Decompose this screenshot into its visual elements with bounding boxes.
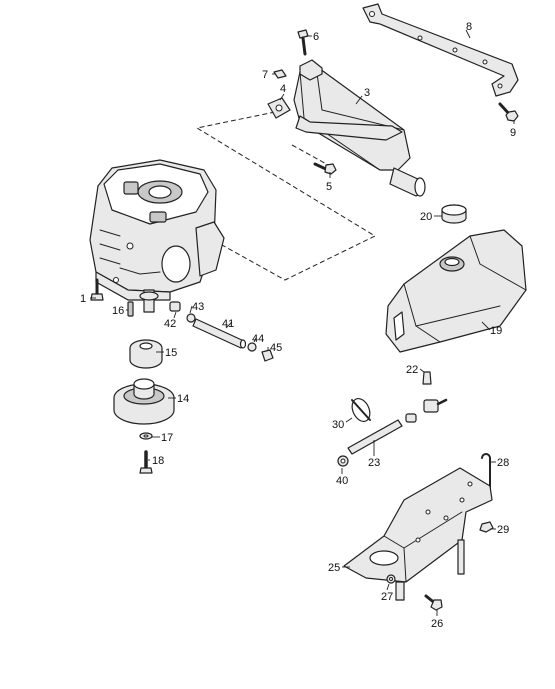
callout-30: 30: [332, 419, 344, 431]
fuel-valve: [405, 398, 448, 423]
fuel-hose-23: [347, 419, 403, 455]
callout-15: 15: [165, 347, 177, 359]
clamp-40: [337, 455, 349, 467]
callout-41: 41: [222, 318, 234, 330]
fuel-hose-41: [192, 318, 247, 349]
callout-23: 23: [368, 457, 380, 469]
muffler-bracket: [362, 3, 519, 97]
callout-43: 43: [192, 301, 204, 313]
engine-mount-plate-25: [343, 467, 493, 601]
callout-7: 7: [262, 69, 268, 81]
callout-29: 29: [497, 524, 509, 536]
callout-27: 27: [381, 591, 393, 603]
callout-20: 20: [420, 211, 432, 223]
pulley-14: [113, 378, 175, 425]
callout-17: 17: [161, 432, 173, 444]
engine: [89, 159, 225, 313]
exhaust-gasket: [267, 97, 291, 119]
callout-22: 22: [406, 364, 418, 376]
bolt-18: [139, 450, 153, 474]
callout-42: 42: [164, 318, 176, 330]
callout-labels: 1 3 4 5 6 7 8 9 14 15 16 17 18 19 20 22 …: [80, 21, 516, 630]
callout-1: 1: [80, 293, 86, 305]
nut-29: [479, 521, 494, 533]
bolt-5: [313, 162, 337, 175]
washer-17: [139, 432, 153, 440]
leader-lines: [90, 29, 515, 616]
muffler: [293, 59, 426, 197]
nut-7: [273, 69, 287, 79]
callout-40: 40: [336, 475, 348, 487]
callout-4: 4: [280, 83, 286, 95]
callout-26: 26: [431, 618, 443, 630]
callout-3: 3: [364, 87, 370, 99]
bolt-26: [424, 594, 443, 611]
callout-8: 8: [466, 21, 472, 33]
bolt-28: [481, 453, 491, 497]
nut-27: [386, 574, 396, 584]
clamp-43: [186, 313, 196, 323]
callout-19: 19: [490, 325, 502, 337]
callout-28: 28: [497, 457, 509, 469]
bolt-6: [297, 29, 309, 56]
fuel-cap-20: [441, 204, 467, 224]
clamp-44: [247, 342, 257, 352]
callout-9: 9: [510, 127, 516, 139]
callout-16: 16: [112, 305, 124, 317]
callout-18: 18: [152, 455, 164, 467]
callout-25: 25: [328, 562, 340, 574]
callout-44: 44: [252, 333, 264, 345]
callout-6: 6: [313, 31, 319, 43]
bolt-9: [498, 102, 519, 122]
exhaust-routing-dashed-line-2: [291, 144, 331, 167]
key-16: [127, 301, 134, 317]
callout-5: 5: [326, 181, 332, 193]
fitting-22: [422, 371, 432, 385]
callout-14: 14: [177, 393, 189, 405]
fuel-tank-19: [385, 229, 527, 353]
callout-45: 45: [270, 342, 282, 354]
pulley-15: [129, 339, 163, 369]
fitting-45: [261, 349, 274, 362]
clamp-30: [351, 398, 371, 422]
fitting-42: [169, 301, 181, 312]
